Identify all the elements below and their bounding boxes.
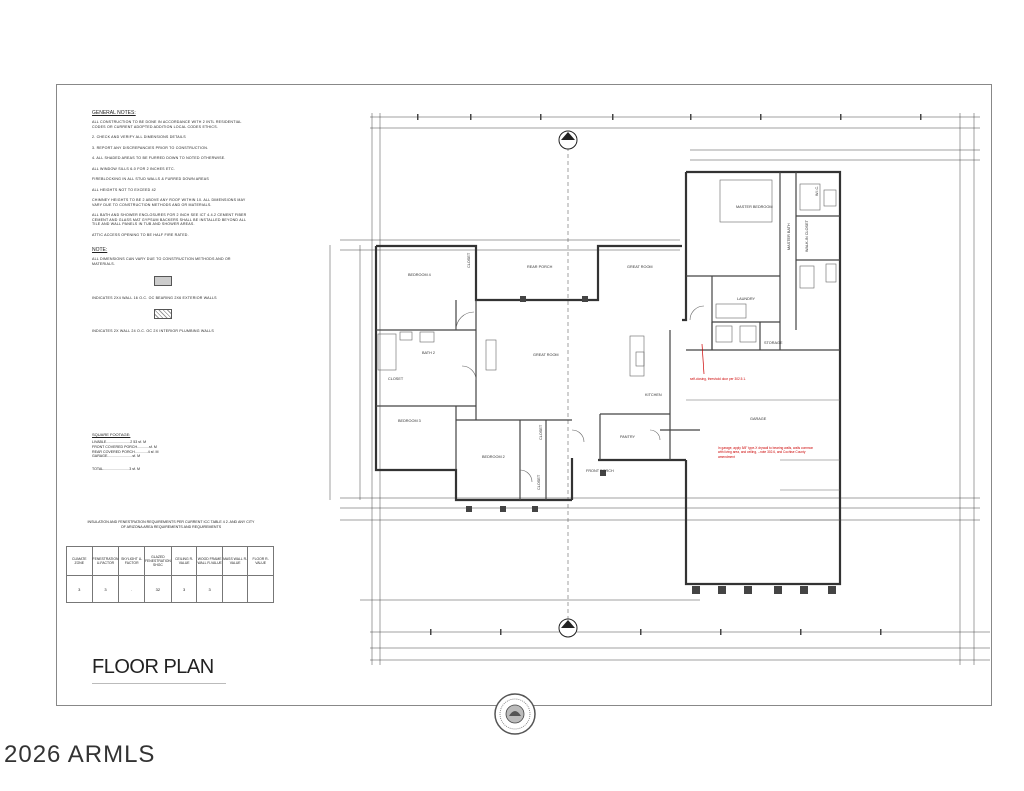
- exterior-walls: [374, 170, 842, 586]
- room-bath-2: BATH 2: [422, 351, 435, 355]
- room-closet: CLOSET: [388, 377, 404, 381]
- room-storage: STORAGE: [764, 341, 783, 345]
- room-closet: CLOSET: [537, 474, 541, 490]
- square-footage: SQUARE FOOTAGE: LIVABLE.................…: [92, 432, 232, 472]
- insulation-header-row: CLIMATE ZONE FENESTRATION U-FACTOR SKYLI…: [66, 546, 274, 576]
- sqft-heading: SQUARE FOOTAGE:: [92, 432, 131, 437]
- plumbing-wall-swatch: [154, 308, 172, 319]
- table-header-cell: CEILING R-VALUE: [170, 546, 198, 576]
- room-bedroom-4: BEDROOM 4: [408, 273, 431, 277]
- room-wic: W.I.C.: [815, 186, 819, 196]
- room-great-room: GREAT ROOM: [533, 353, 559, 357]
- door-code-note: self-closing, threshold door per 302.5.1…: [690, 377, 746, 381]
- room-closet: CLOSET: [467, 252, 471, 268]
- room-master-bedroom: MASTER BEDROOM: [736, 205, 773, 209]
- note-line: ALL CONSTRUCTION TO BE DONE IN ACCORDANC…: [92, 120, 242, 129]
- page-title: FLOOR PLAN: [92, 656, 214, 678]
- county-seal-icon: [494, 693, 536, 735]
- sqft-front-porch: FRONT COVERED PORCH............sf. M: [92, 444, 157, 449]
- garage-code-note: In garage, apply 5/8" type-X drywall to …: [718, 446, 814, 459]
- north-arrow-top: [558, 130, 578, 150]
- table-header-cell: GLAZED FENESTRATION SHGC: [143, 546, 172, 576]
- legend-row: [92, 276, 252, 287]
- table-cell: [247, 575, 274, 603]
- note-line: ALL WINDOW SILLS 6-0 FOR 2 INCHES ETC.: [92, 166, 175, 171]
- note-line: 4. ALL SHADED AREAS TO BE FURRED DOWN TO…: [92, 156, 226, 161]
- note-line: 3. REPORT ANY DISCREPANCIES PRIOR TO CON…: [92, 145, 209, 150]
- legend-row: [92, 308, 252, 319]
- room-bedroom-3: BEDROOM 3: [398, 419, 421, 423]
- room-kitchen: KITCHEN: [645, 393, 662, 397]
- legend-text: INDICATES 2X WALL 24 O.C. OC 2X INTERIOR…: [92, 328, 214, 333]
- room-great-room-top: GREAT ROOM: [627, 265, 653, 269]
- note-line: ALL DIMENSIONS CAN VARY DUE TO CONSTRUCT…: [92, 257, 231, 266]
- sqft-garage: GARAGE.........................sf. M: [92, 454, 141, 459]
- table-header-cell: FLOOR R-VALUE: [247, 546, 274, 576]
- room-bedroom-2: BEDROOM 2: [482, 455, 505, 459]
- general-notes-heading: GENERAL NOTES:: [92, 110, 136, 116]
- general-notes: GENERAL NOTES: ALL CONSTRUCTION TO BE DO…: [92, 110, 252, 339]
- garage-footings: [466, 296, 836, 594]
- sqft-livable: LIVABLE........................2 53 sf. …: [92, 440, 147, 445]
- table-cell: 3: [170, 575, 198, 603]
- room-pantry: PANTRY: [620, 435, 636, 439]
- note-line: ATTIC ACCESS OPENING TO BE HALF FIRE RAT…: [92, 232, 189, 237]
- insulation-heading: INSULATION AND FENESTRATION REQUIREMENTS…: [87, 520, 255, 529]
- interior-walls: [376, 172, 840, 500]
- room-closet: CLOSET: [539, 424, 543, 440]
- garage-code-note-text: In garage, apply 5/8" type-X drywall to …: [718, 446, 814, 459]
- sqft-total: TOTAL..........................3 sf. M: [92, 466, 140, 471]
- note-line: ALL HEIGHTS NOT TO EXCEED 42: [92, 187, 156, 192]
- dimension-lines: [329, 113, 990, 665]
- note-line: ALL BATH AND SHOWER ENCLOSURES FOR 2 INC…: [92, 213, 247, 227]
- room-master-bath: MASTER BATH: [787, 223, 791, 250]
- title-underline: [92, 683, 226, 684]
- room-garage: GARAGE: [750, 417, 767, 421]
- table-cell: 3: [66, 575, 93, 603]
- copyright-watermark: 2026 ARMLS: [4, 741, 156, 768]
- north-arrow-bottom: [558, 618, 578, 638]
- room-front-porch: FRONT PORCH: [586, 469, 614, 473]
- note-line: CHIMNEY HEIGHTS TO BE 2 ABOVE ANY ROOF W…: [92, 198, 246, 207]
- dimension-ticks: [417, 114, 922, 635]
- bearing-wall-swatch: [154, 276, 172, 287]
- sqft-rear-porch: REAR COVERED PORCH.............4 sf. M: [92, 449, 159, 454]
- room-laundry: LAUNDRY: [737, 297, 756, 301]
- table-header-cell: FENESTRATION U-FACTOR: [91, 546, 120, 576]
- insulation-value-row: 3 3 . 32 3 3: [66, 575, 274, 603]
- room-rear-porch: REAR PORCH: [527, 265, 553, 269]
- note-line: 2. CHECK AND VERIFY ALL DIMENSIONS DETAI…: [92, 135, 186, 140]
- legend-text: INDICATES 2X4 WALL 16 O.C. OC BEARING 2X…: [92, 296, 217, 301]
- table-cell: 3: [91, 575, 120, 603]
- note-heading: NOTE:: [92, 247, 108, 254]
- room-walk-in-closet: WALK-IN CLOSET: [805, 219, 809, 252]
- red-annotations: self-closing, threshold door per 302.5.1…: [690, 343, 814, 459]
- table-cell: 32: [143, 575, 172, 603]
- table-cell: 3: [196, 575, 223, 603]
- room-labels: BEDROOM 4 REAR PORCH GREAT ROOM MASTER B…: [388, 186, 819, 490]
- doors-fixtures: [377, 179, 840, 521]
- note-line: FIREBLOCKING IN ALL STUD WALLS & FURRED …: [92, 177, 209, 182]
- insulation-table: CLIMATE ZONE FENESTRATION U-FACTOR SKYLI…: [66, 546, 274, 603]
- table-header-cell: WOOD FRAME WALL R-VALUE: [196, 546, 223, 576]
